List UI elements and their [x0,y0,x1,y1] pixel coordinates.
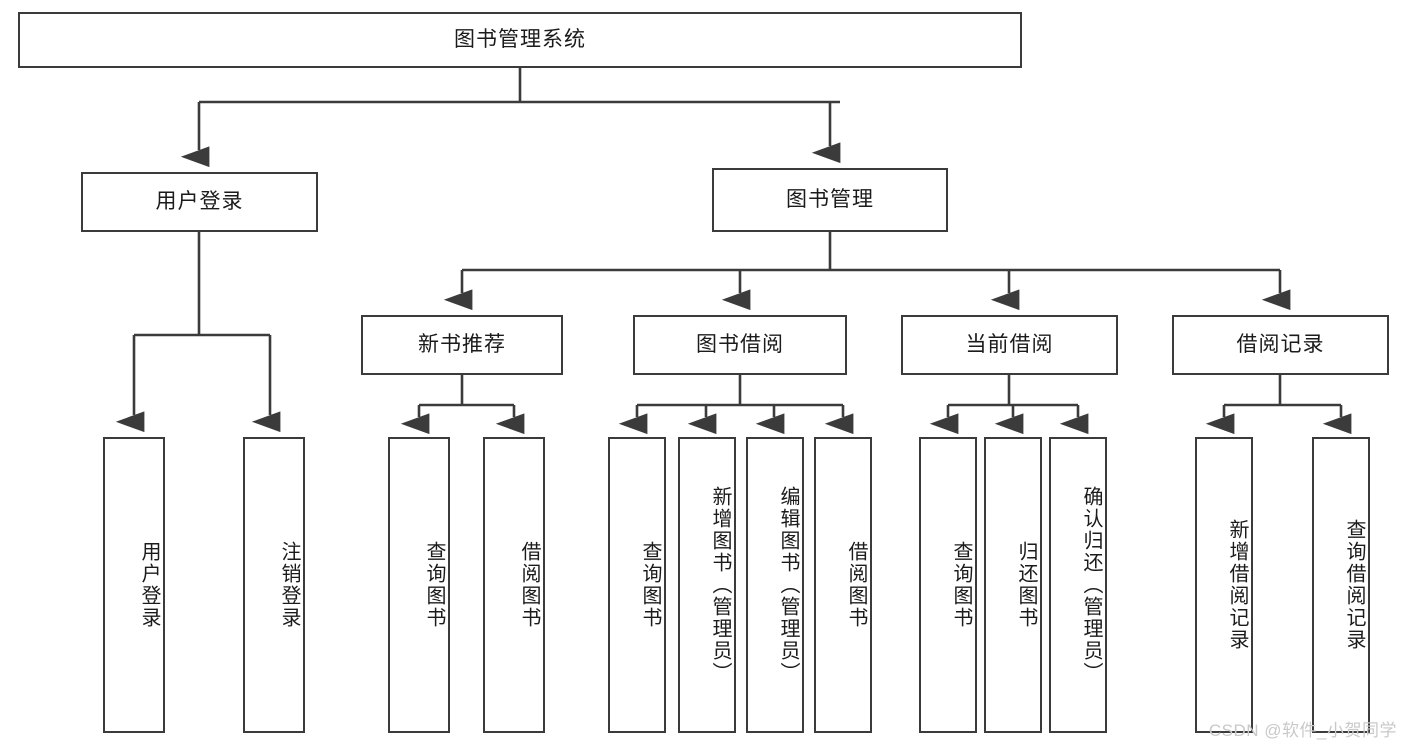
node-current-borrow-label: 当前借阅 [965,333,1054,357]
node-new-book-recommend-label: 新书推荐 [418,333,506,357]
leaf-query-borrow-record[interactable]: 查询借阅记录 [1312,437,1370,733]
leaf-logout[interactable]: 注销登录 [243,437,305,733]
leaf-query-book-current-label: 查询图书 [950,541,972,629]
leaf-edit-book-admin[interactable]: 编辑图书（管理员） [746,437,804,733]
node-book-management[interactable]: 图书管理 [712,168,948,232]
leaf-confirm-return-admin[interactable]: 确认归还（管理员） [1049,437,1107,733]
node-borrow-record-label: 借阅记录 [1236,333,1325,357]
leaf-return-book-label: 归还图书 [1015,541,1037,629]
leaf-add-borrow-record[interactable]: 新增借阅记录 [1195,437,1253,733]
leaf-query-book-newbook-label: 查询图书 [423,541,445,629]
node-new-book-recommend[interactable]: 新书推荐 [361,315,563,375]
leaf-add-borrow-record-label: 新增借阅记录 [1226,519,1248,651]
node-user-login[interactable]: 用户登录 [81,172,318,232]
node-current-borrow[interactable]: 当前借阅 [901,315,1118,375]
node-root-label: 图书管理系统 [454,28,586,52]
leaf-confirm-return-admin-label: 确认归还（管理员） [1080,486,1102,684]
leaf-borrow-book-newbook-label: 借阅图书 [518,541,540,629]
leaf-query-book-borrow[interactable]: 查询图书 [608,437,666,733]
node-user-login-label: 用户登录 [155,190,244,214]
leaf-borrow-book-newbook[interactable]: 借阅图书 [483,437,545,733]
leaf-user-login-label: 用户登录 [138,541,160,629]
leaf-add-book-admin-label: 新增图书（管理员） [709,486,731,684]
csdn-watermark: CSDN @软件_小贺同学 [1208,721,1397,740]
leaf-user-login[interactable]: 用户登录 [103,437,165,733]
leaf-query-book-current[interactable]: 查询图书 [919,437,977,733]
node-book-borrow-label: 图书借阅 [696,333,784,357]
node-borrow-record[interactable]: 借阅记录 [1172,315,1389,375]
leaf-return-book[interactable]: 归还图书 [984,437,1042,733]
leaf-add-book-admin[interactable]: 新增图书（管理员） [678,437,736,733]
leaf-query-borrow-record-label: 查询借阅记录 [1343,519,1365,651]
leaf-borrow-book-borrow-label: 借阅图书 [845,541,867,629]
leaf-query-book-newbook[interactable]: 查询图书 [388,437,450,733]
node-book-borrow[interactable]: 图书借阅 [633,315,847,375]
node-book-management-label: 图书管理 [786,188,874,212]
leaf-query-book-borrow-label: 查询图书 [639,541,661,629]
leaf-logout-label: 注销登录 [278,541,300,629]
node-root[interactable]: 图书管理系统 [18,12,1022,68]
leaf-borrow-book-borrow[interactable]: 借阅图书 [814,437,872,733]
leaf-edit-book-admin-label: 编辑图书（管理员） [777,486,799,684]
